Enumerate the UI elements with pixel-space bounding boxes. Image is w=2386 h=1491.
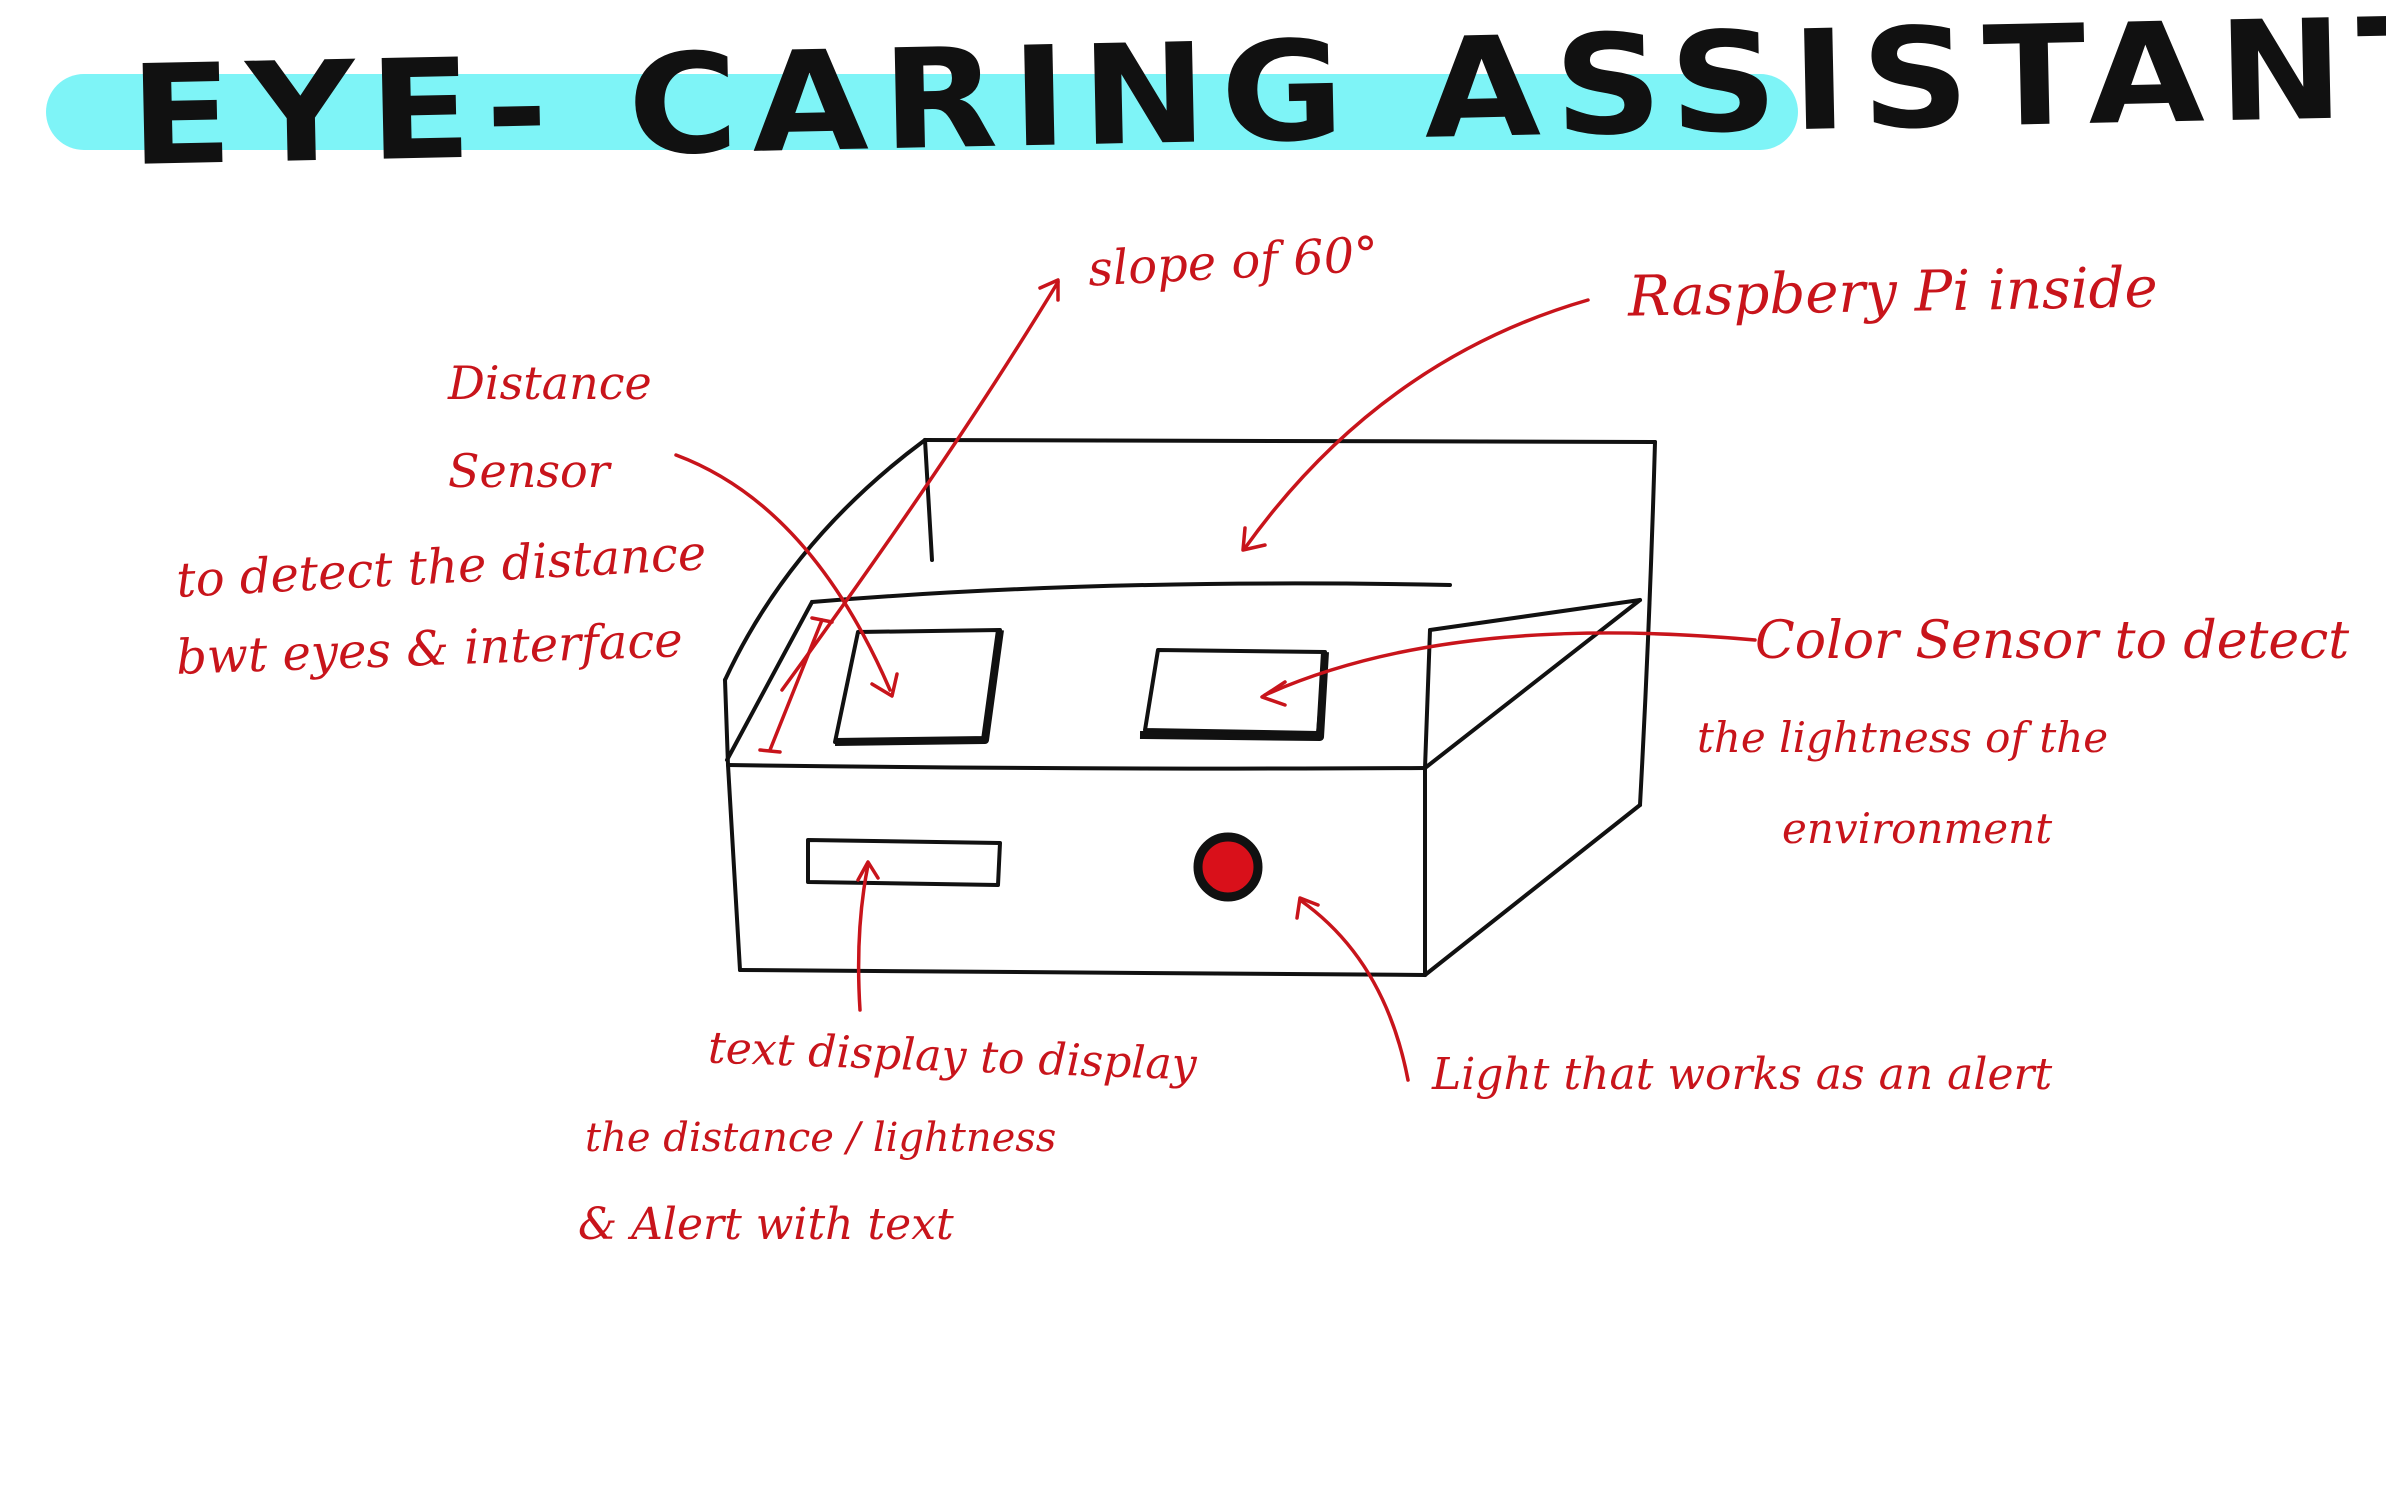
distance-sensor-window (833, 628, 1002, 744)
alert-light-annotation: Light that works as an alert (1432, 1049, 2053, 1100)
box-back-left-edge (923, 438, 934, 562)
box-right-bottom-edge (1423, 803, 1642, 977)
box-right-top-link (1423, 598, 1642, 770)
text-display-arrow-head (856, 860, 880, 882)
color-sensor-line-3: environment (1782, 804, 2053, 853)
box-front-top-edge (726, 763, 1427, 771)
box-front-bottom-edge (738, 968, 1427, 977)
color-sensor-arrow (1263, 631, 1757, 697)
slope-indicator (768, 618, 824, 752)
text-display-line-2: the distance / lightness (585, 1115, 1057, 1161)
text-display-arrow (856, 863, 870, 1012)
box-left-lower-edge (723, 678, 730, 767)
color-sensor-window-shadow (1139, 651, 1329, 741)
box-left-slope-edge (723, 438, 927, 682)
distance-sensor-title-line-2: Sensor (448, 444, 610, 498)
slope-indicator-cap-bottom (758, 748, 782, 754)
slope-annotation: slope of 60° (1086, 226, 1380, 298)
color-sensor-arrow-head (1260, 680, 1287, 707)
slope-arrow (780, 280, 1060, 692)
distance-sensor-arrow-head (870, 672, 899, 698)
slope-indicator-cap-top (810, 616, 834, 624)
color-sensor-line-1: Color Sensor to detect (1755, 611, 2350, 671)
raspberry-pi-arrow-head (1241, 526, 1267, 552)
panel-left-edge (725, 600, 814, 762)
box-right-slope-edge (1428, 598, 1642, 632)
alert-light-arrow-head (1295, 896, 1320, 920)
box-back-top-edge (923, 438, 1657, 444)
raspberry-pi-arrow (1243, 298, 1590, 550)
color-sensor-window (1143, 648, 1327, 735)
box-front-left-edge (726, 763, 742, 972)
alert-light-arrow (1298, 898, 1410, 1082)
color-sensor-line-2: the lightness of the (1697, 713, 2109, 762)
alert-light (1193, 832, 1263, 902)
title-highlight (46, 74, 1798, 150)
panel-top-edge (810, 581, 1452, 604)
box-right-mid-edge (1423, 628, 1432, 770)
text-display-line-3: & Alert with text (578, 1199, 954, 1250)
distance-sensor-title-line-1: Distance (448, 356, 652, 410)
box-right-top-edge (1638, 440, 1657, 807)
text-display-rect (806, 838, 1002, 887)
distance-sensor-window-shadow (834, 629, 1004, 746)
slope-arrow-head (1038, 278, 1060, 302)
raspberry-pi-annotation: Raspbery Pi inside (1627, 255, 2159, 330)
distance-sensor-arrow (674, 453, 892, 692)
